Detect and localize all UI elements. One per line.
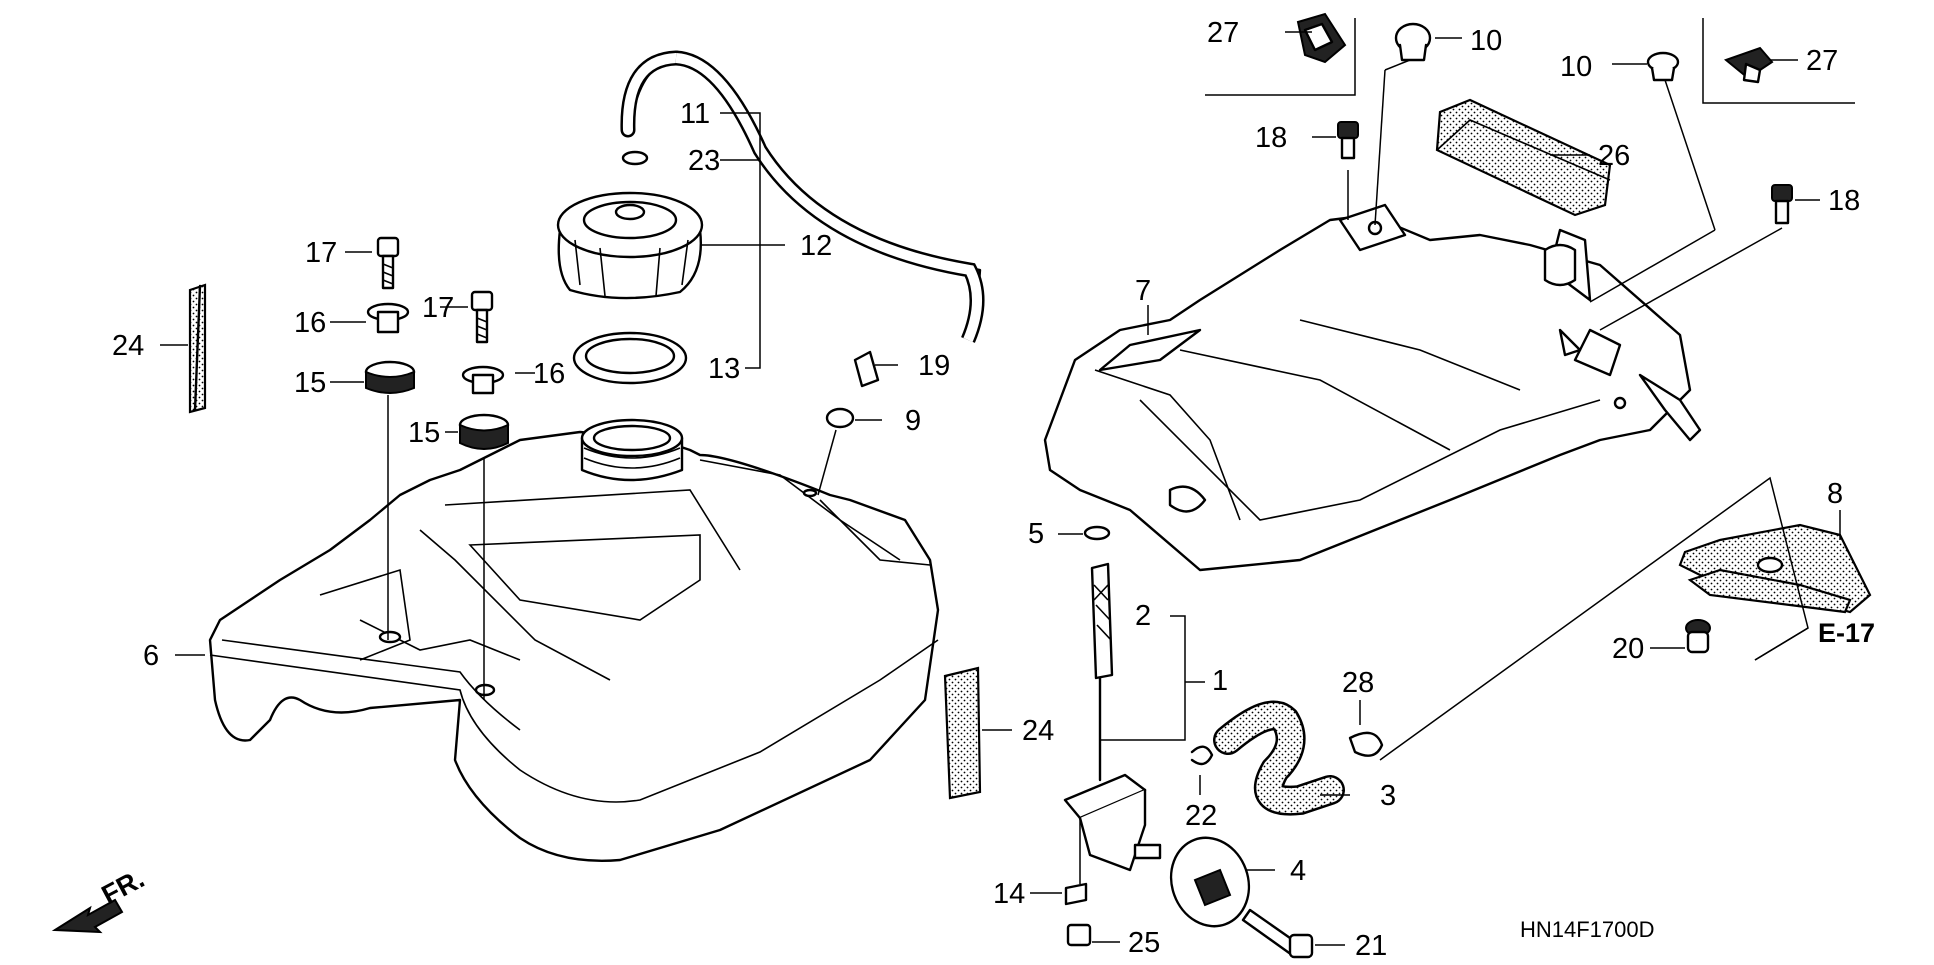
callout-9: 9 [905,405,921,437]
callout-18-right: 18 [1828,185,1860,217]
tank-cover [1043,203,1702,572]
callout-labels: 1 2 3 4 5 6 7 8 9 10 10 11 12 13 14 15 1… [97,17,1875,962]
callout-5: 5 [1028,518,1044,550]
callout-22: 22 [1185,800,1217,832]
callout-15-right: 15 [408,417,440,449]
front-direction-arrow [51,898,124,934]
foam-pad [1435,98,1612,217]
fuel-cap [556,191,704,300]
hose-clip-28 [1348,731,1384,757]
callout-2: 2 [1135,600,1151,632]
callout-17-left: 17 [305,237,337,269]
callout-24-right: 24 [1022,715,1054,747]
callout-20: 20 [1612,633,1644,665]
leader-lines [160,18,1855,946]
callout-26: 26 [1598,140,1630,172]
bolt-20 [1685,619,1711,654]
callout-10-left: 10 [1470,25,1502,57]
fuel-hose [1213,700,1345,816]
rubber-seal [1678,523,1872,614]
callout-24-left: 24 [112,330,144,362]
callout-23: 23 [688,145,720,177]
callout-8: 8 [1827,478,1843,510]
callout-7: 7 [1135,275,1151,307]
callout-21: 21 [1355,930,1387,962]
bolt-18-left [1337,121,1359,220]
fuel-tank [208,418,940,862]
callout-28: 28 [1342,667,1374,699]
callout-14: 14 [993,878,1025,910]
callout-12: 12 [800,230,832,262]
breather-hose [620,50,985,343]
callout-17-right: 17 [422,292,454,324]
tank-band-left [188,283,207,414]
mounting-parts-right [458,290,510,700]
callout-25: 25 [1128,927,1160,959]
callout-18-left: 18 [1255,122,1287,154]
callout-16-right: 16 [533,358,565,390]
clip-27-left [1296,12,1347,64]
callout-27-left: 27 [1207,17,1239,49]
cap-gasket [572,331,688,385]
callout-16-left: 16 [294,307,326,339]
tank-band-right [943,666,982,800]
callout-1: 1 [1212,665,1228,697]
hose-clip-22 [1190,745,1214,766]
bolt-18-right [1599,184,1793,331]
callout-27-right: 27 [1806,45,1838,77]
front-direction-label: FR. [97,863,149,910]
grommet-10-left [1394,22,1432,62]
callout-3: 3 [1380,780,1396,812]
hose-clip-23 [621,150,649,166]
callout-10-right: 10 [1560,51,1592,83]
drawing-code: HN14F1700D [1520,917,1655,942]
callout-13: 13 [708,353,740,385]
clip-27-right [1723,46,1774,84]
callout-15-left: 15 [294,367,326,399]
callout-11: 11 [680,98,710,130]
callout-6: 6 [143,640,159,672]
callout-4: 4 [1290,855,1306,887]
fuel-petcock [1063,525,1314,959]
callout-19: 19 [918,350,950,382]
mounting-parts-left [364,236,416,640]
grommet-10-right [1646,51,1680,82]
reference-label: E-17 [1818,618,1875,648]
